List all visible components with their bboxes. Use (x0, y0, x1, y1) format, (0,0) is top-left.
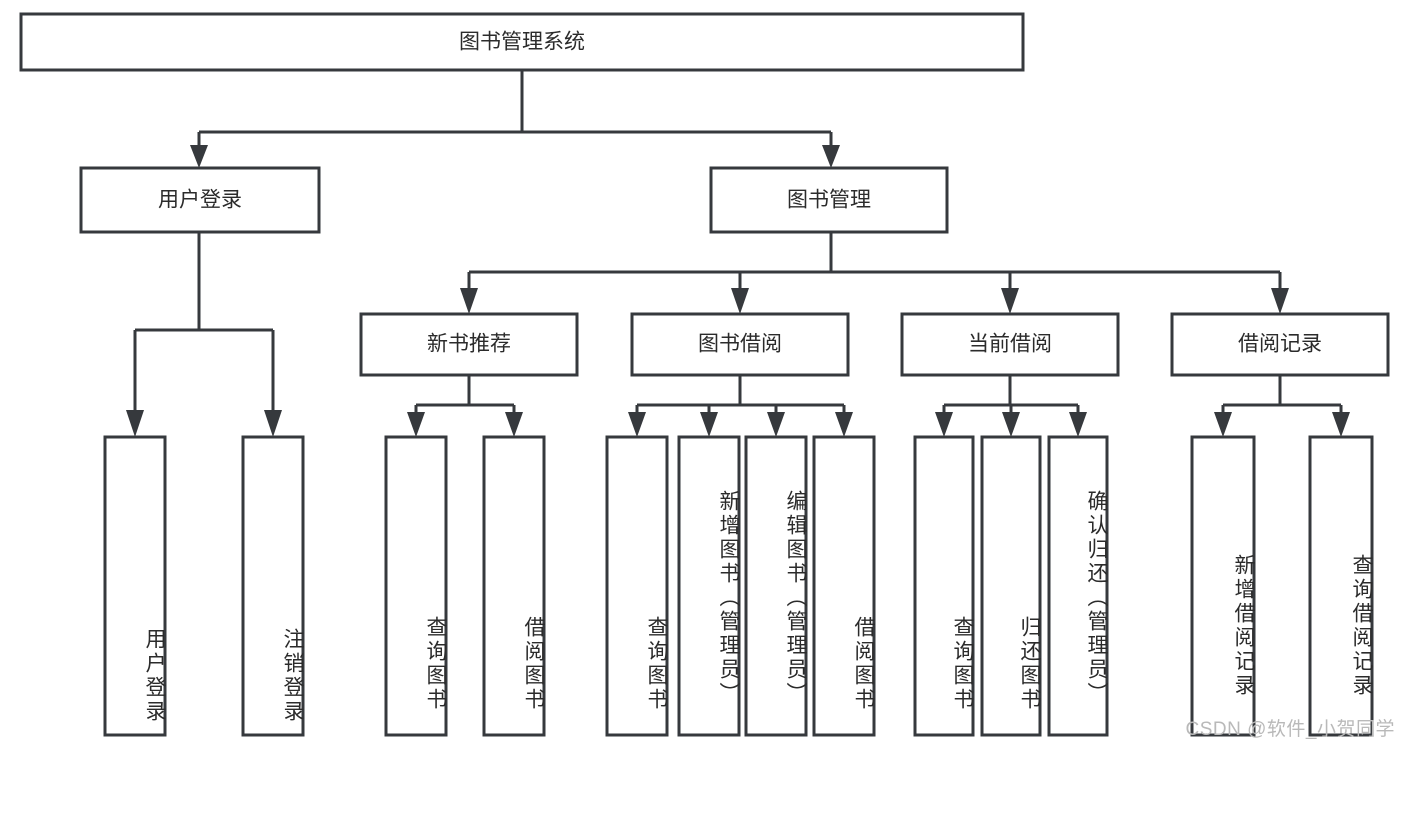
node-leaf-query-book-rec-box[interactable] (384, 435, 448, 737)
flowchart-svg: 图书管理系统 用户登录 图书管理 新书推荐 图书借阅 当前借阅 借阅记录 (19, 12, 1390, 737)
csdn-watermark: CSDN @软件_小贺同学 (1185, 719, 1395, 740)
node-leaf-add-record-box[interactable] (1190, 435, 1256, 737)
node-book-manage[interactable]: 图书管理 (709, 166, 949, 234)
flowchart-canvas: 图书管理系统 用户登录 图书管理 新书推荐 图书借阅 当前借阅 借阅记录 (19, 12, 1395, 740)
node-root-box[interactable] (19, 12, 1025, 72)
arrowhead-add-book (700, 412, 718, 437)
node-book-manage-box[interactable] (709, 166, 949, 234)
connector-bookborrow-to-leaves (628, 375, 853, 437)
node-current-borrow[interactable]: 当前借阅 (900, 312, 1120, 377)
node-leaf-borrow-book-rec-box[interactable] (482, 435, 546, 737)
arrowhead-leaf-user-logout (264, 410, 282, 437)
arrowhead-return-book (1002, 412, 1020, 437)
node-leaf-confirm-return-box[interactable] (1047, 435, 1109, 737)
arrowhead-add-record (1214, 412, 1232, 437)
node-new-book-recommend[interactable]: 新书推荐 (359, 312, 579, 377)
node-current-borrow-box[interactable] (900, 312, 1120, 377)
connector-bookmanage-to-level2 (460, 232, 1289, 314)
arrowhead-confirm-return (1069, 412, 1087, 437)
arrowhead-newbook (460, 288, 478, 314)
arrowhead-query-book-borrow (628, 412, 646, 437)
arrowhead-edit-book (767, 412, 785, 437)
node-leaf-user-logout-box[interactable] (241, 435, 305, 737)
node-borrow-record[interactable]: 借阅记录 (1170, 312, 1390, 377)
node-book-borrow[interactable]: 图书借阅 (630, 312, 850, 377)
arrowhead-query-record (1332, 412, 1350, 437)
node-current-borrow-label: 当前借阅 (968, 333, 1052, 356)
connector-userlogin-to-leaves (126, 232, 282, 437)
node-leaf-user-login-box[interactable] (103, 435, 167, 737)
leaf-boxes (103, 435, 1374, 737)
node-leaf-edit-book-box[interactable] (744, 435, 808, 737)
arrowhead-borrow-book (835, 412, 853, 437)
node-user-login-label: 用户登录 (158, 189, 242, 212)
node-leaf-query-book-cur-box[interactable] (913, 435, 975, 737)
node-leaf-return-book-box[interactable] (980, 435, 1042, 737)
node-leaf-query-record-box[interactable] (1308, 435, 1374, 737)
connector-newbook-to-leaves (407, 375, 523, 437)
arrowhead-query-book-rec (407, 412, 425, 437)
connector-currentborrow-to-leaves (935, 375, 1087, 437)
arrowhead-query-book-cur (935, 412, 953, 437)
node-root[interactable]: 图书管理系统 (19, 12, 1025, 72)
connector-borrowrecord-to-leaves (1214, 375, 1350, 437)
arrowhead-currentborrow (1001, 288, 1019, 314)
node-book-manage-label: 图书管理 (787, 189, 871, 212)
arrowhead-bookmanage (822, 145, 840, 168)
arrowhead-borrow-book-rec (505, 412, 523, 437)
arrowhead-userlogin (190, 145, 208, 168)
node-borrow-record-label: 借阅记录 (1238, 333, 1322, 356)
node-user-login[interactable]: 用户登录 (79, 166, 321, 234)
node-new-book-recommend-box[interactable] (359, 312, 579, 377)
arrowhead-bookborrow (731, 288, 749, 314)
connector-root-to-level1 (190, 70, 840, 168)
arrowhead-leaf-user-login (126, 410, 144, 437)
node-leaf-query-book-borrow-box[interactable] (605, 435, 669, 737)
node-book-borrow-box[interactable] (630, 312, 850, 377)
arrowhead-borrowrecord (1271, 288, 1289, 314)
node-new-book-recommend-label: 新书推荐 (427, 333, 511, 356)
node-root-label: 图书管理系统 (459, 31, 585, 54)
node-user-login-box[interactable] (79, 166, 321, 234)
node-leaf-borrow-book-box[interactable] (812, 435, 876, 737)
node-book-borrow-label: 图书借阅 (698, 333, 782, 356)
node-borrow-record-box[interactable] (1170, 312, 1390, 377)
node-leaf-add-book-box[interactable] (677, 435, 741, 737)
